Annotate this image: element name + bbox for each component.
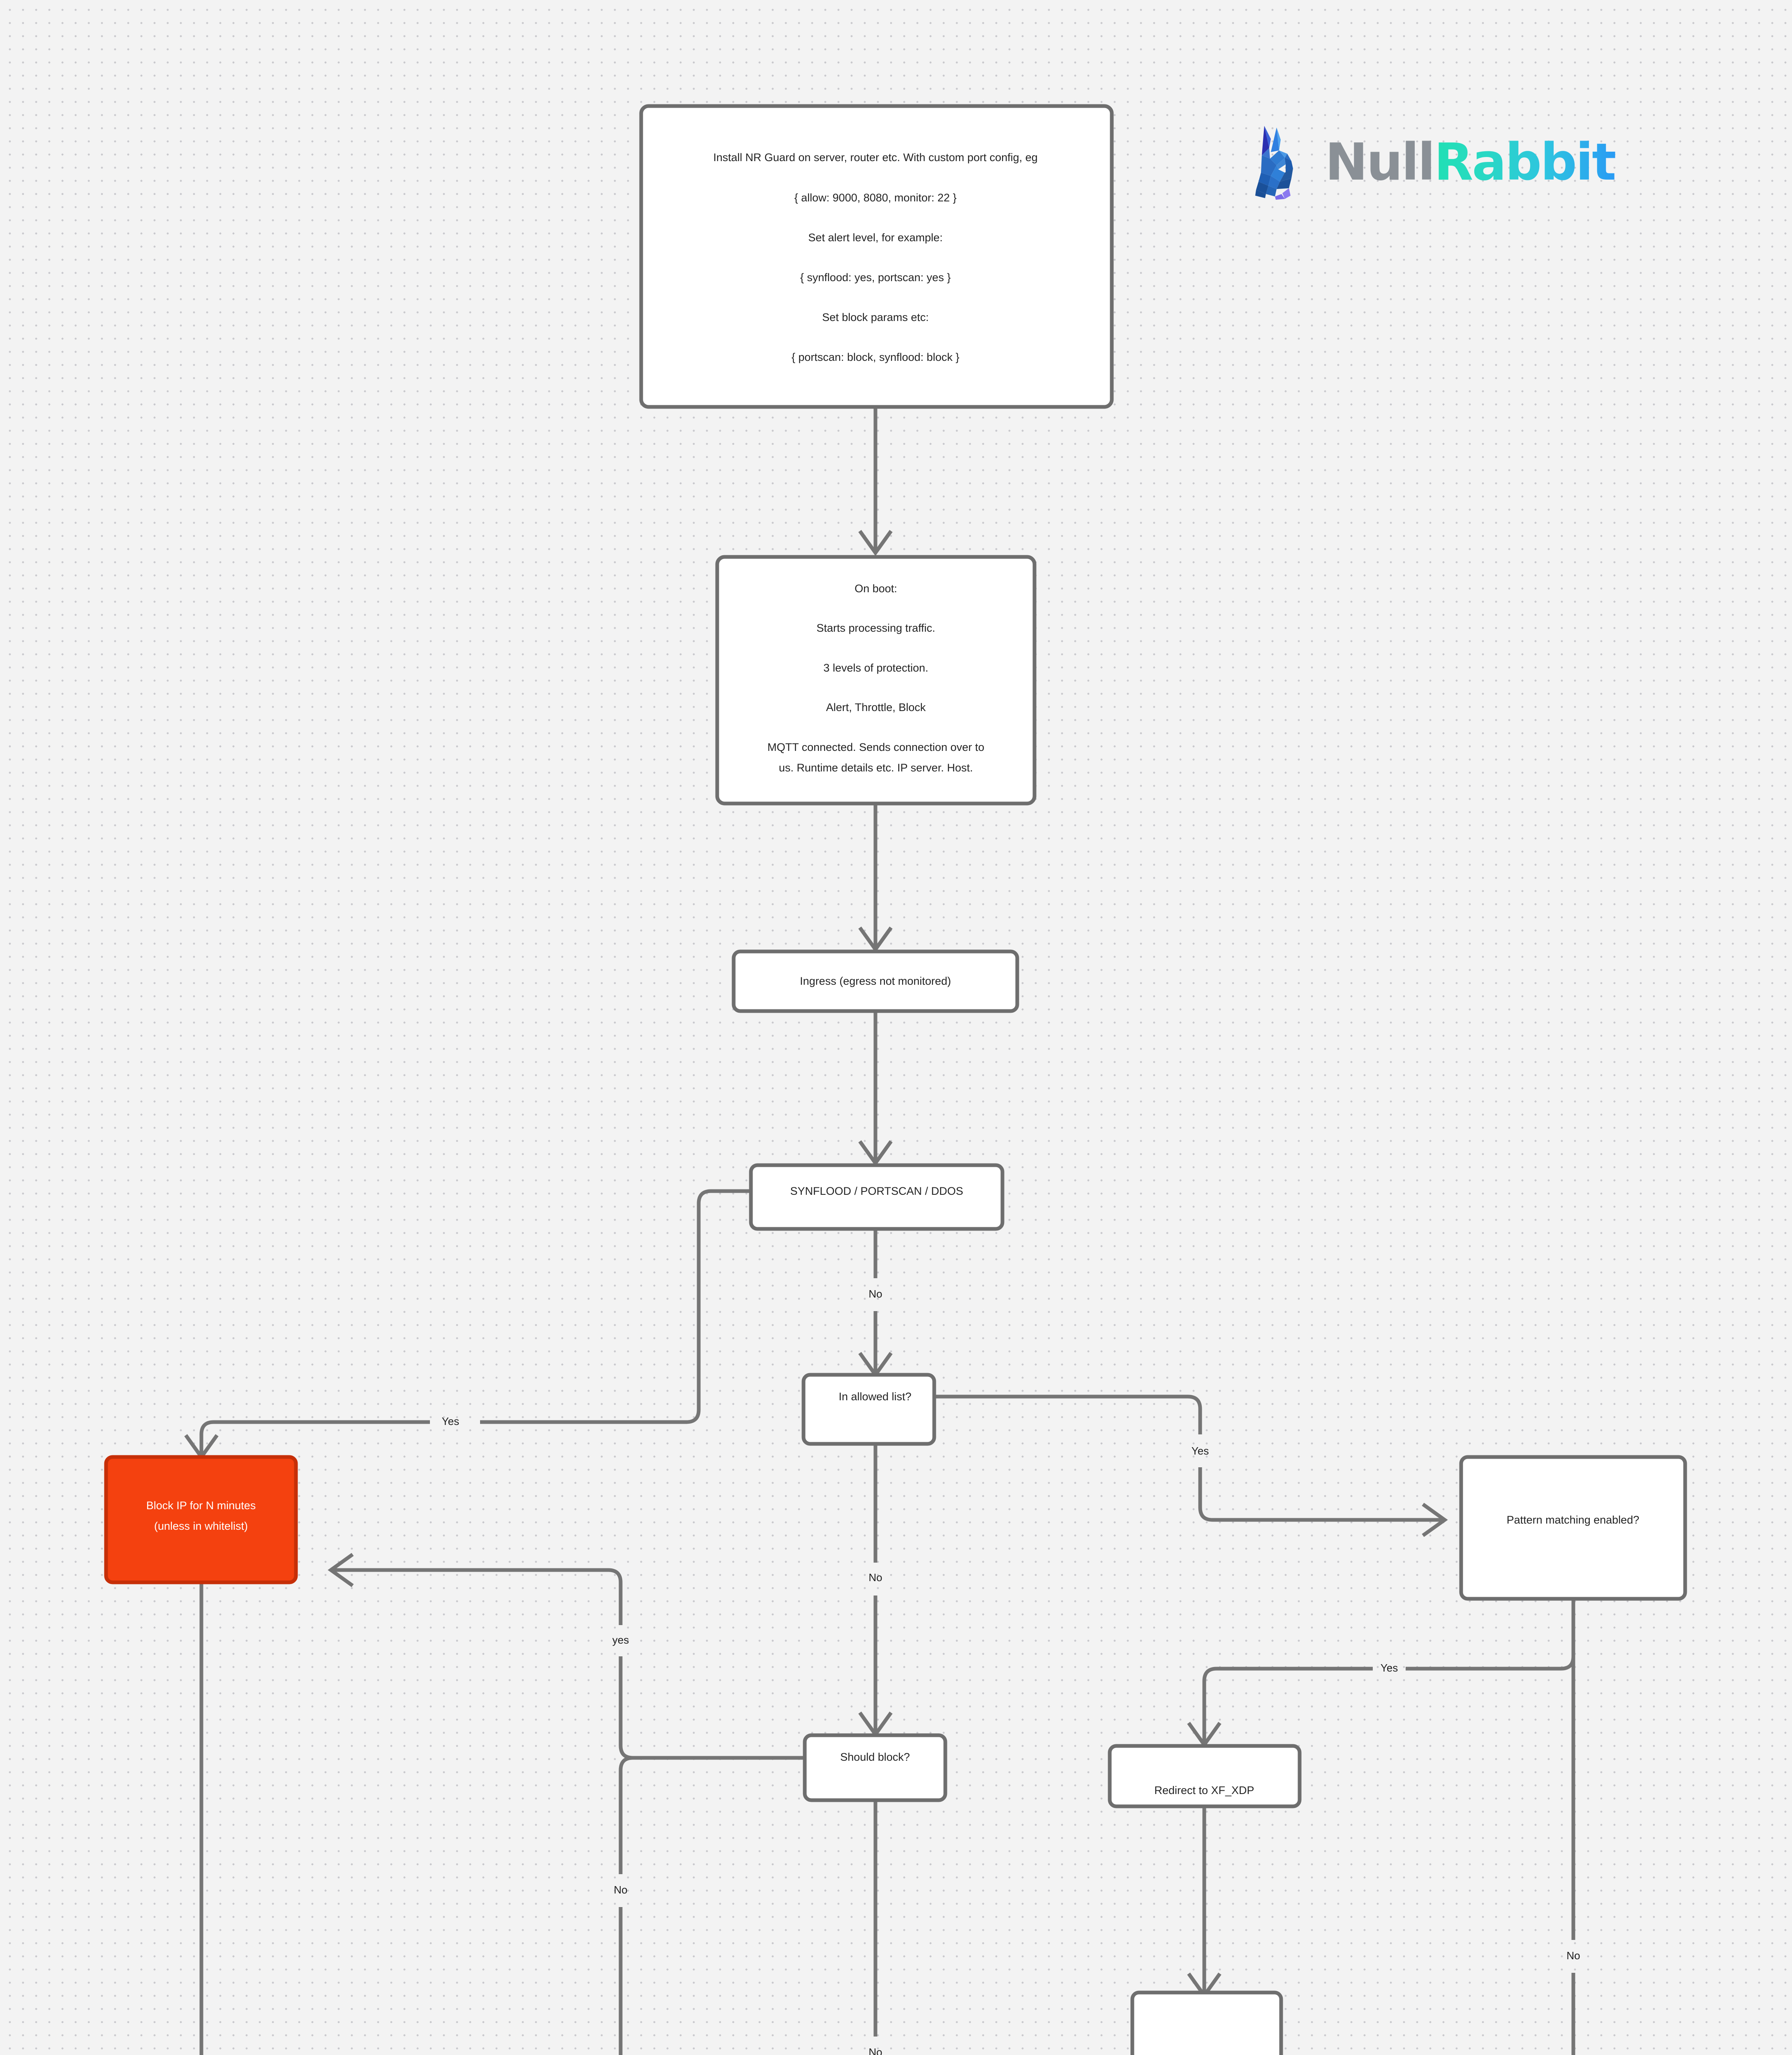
edge-label-detect-yes: Yes (442, 1415, 459, 1427)
node-allowed-shape[interactable] (801, 1373, 936, 1446)
node-install-line-1: Install NR Guard on server, router etc. … (713, 151, 1037, 164)
node-install-line-3: Set alert level, for example: (808, 231, 942, 244)
node-install-line-5: Set block params etc: (822, 311, 929, 323)
edge-detect-to-allowed: No (858, 1229, 893, 1378)
node-on-boot[interactable]: On boot: Starts processing traffic. 3 le… (715, 555, 1037, 806)
edge-redirect-to-pass (1187, 1806, 1222, 1999)
node-pattern-shape[interactable] (1459, 1455, 1687, 1601)
node-ingress-shape[interactable] (732, 949, 1019, 1013)
node-block-ip-line-1: Block IP for N minutes (146, 1499, 256, 1512)
node-block-ip[interactable]: Block IP for N minutes (unless in whitel… (104, 1455, 298, 1584)
node-on-boot-line-5: MQTT connected. Sends connection over to (767, 741, 984, 753)
node-install-line-4: { synflood: yes, portscan: yes } (800, 271, 951, 284)
edge-allowed-to-pattern: Yes (934, 1395, 1448, 1537)
node-on-boot-line-6: us. Runtime details etc. IP server. Host… (779, 762, 973, 774)
brand-name-rabbit: Rabbit (1434, 133, 1616, 192)
node-on-boot-line-1: On boot: (854, 582, 897, 595)
node-detect-label: SYNFLOOD / PORTSCAN / DDOS (790, 1185, 963, 1197)
node-detect-synflood-portscan-ddos[interactable]: SYNFLOOD / PORTSCAN / DDOS (749, 1163, 1005, 1231)
node-install-line-2: { allow: 9000, 8080, monitor: 22 } (794, 192, 957, 204)
edge-shouldblock-to-continue: No (868, 1784, 882, 2055)
node-should-block[interactable]: Should block? (803, 1733, 947, 1802)
node-pattern-matching-enabled[interactable]: Pattern matching enabled? (1459, 1455, 1687, 1601)
edge-pattern-to-redirect: Yes (1187, 1600, 1575, 1748)
edge-label-pattern-yes: Yes (1381, 1662, 1398, 1674)
edge-install-to-onboot (858, 407, 893, 556)
node-block-ip-shape[interactable] (104, 1455, 298, 1584)
node-ingress-label: Ingress (egress not monitored) (800, 975, 951, 987)
edge-label-detect-no: No (868, 1288, 882, 1300)
edge-label-allowed-no: No (868, 1571, 882, 1584)
node-block-ip-line-2: (unless in whitelist) (154, 1520, 248, 1532)
node-should-block-shape[interactable] (803, 1733, 947, 1802)
edge-label-pattern-no: No (1566, 1949, 1580, 1962)
node-install-line-6: { portscan: block, synflood: block } (792, 351, 959, 363)
node-install-nr-guard[interactable]: Install NR Guard on server, router etc. … (639, 104, 1114, 409)
node-on-boot-line-4: Alert, Throttle, Block (826, 701, 926, 713)
node-pattern-label: Pattern matching enabled? (1507, 1514, 1640, 1526)
node-install-shape[interactable] (639, 104, 1114, 409)
edge-detect-to-blockip: Yes (184, 1189, 751, 1460)
brand-logo: NullRabbit (1249, 123, 1616, 201)
node-redirect-xf-xdp[interactable]: Redirect to XF_XDP (1108, 1744, 1302, 1808)
node-pass[interactable]: Pass? (1130, 1990, 1283, 2055)
edge-ingress-to-detect (858, 1011, 893, 1166)
node-allowed-label: In allowed list? (838, 1390, 911, 1403)
edge-label-shouldblock-no-continue: No (868, 2046, 882, 2055)
node-ingress[interactable]: Ingress (egress not monitored) (732, 949, 1019, 1013)
node-on-boot-line-2: Starts processing traffic. (816, 622, 935, 634)
node-redirect-label: Redirect to XF_XDP (1154, 1784, 1254, 1796)
node-on-boot-line-3: 3 levels of protection. (823, 662, 928, 674)
node-should-block-label: Should block? (840, 1751, 910, 1763)
edge-shouldblock-branch: yes No (328, 1553, 805, 2055)
node-redirect-shape[interactable] (1108, 1744, 1302, 1808)
low-poly-rabbit-icon (1255, 126, 1293, 200)
node-in-allowed-list[interactable]: In allowed list? (801, 1373, 936, 1446)
edge-onboot-to-ingress (858, 804, 893, 953)
node-on-boot-shape[interactable] (715, 555, 1037, 806)
node-detect-shape[interactable] (749, 1163, 1005, 1231)
edge-label-shouldblock-no-notify: No (614, 1884, 627, 1896)
edge-pattern-to-continue: No (1566, 1600, 1580, 2055)
edge-label-shouldblock-yes: yes (612, 1634, 629, 1646)
edge-label-allowed-yes: Yes (1192, 1445, 1209, 1457)
brand-name-null: Null (1325, 133, 1435, 192)
edge-allowed-to-shouldblock: No (858, 1424, 893, 1738)
node-pass-shape[interactable] (1130, 1990, 1283, 2055)
edge-blockip-to-shouldnotify (199, 1580, 203, 2055)
brand-wordmark: NullRabbit (1325, 137, 1616, 188)
